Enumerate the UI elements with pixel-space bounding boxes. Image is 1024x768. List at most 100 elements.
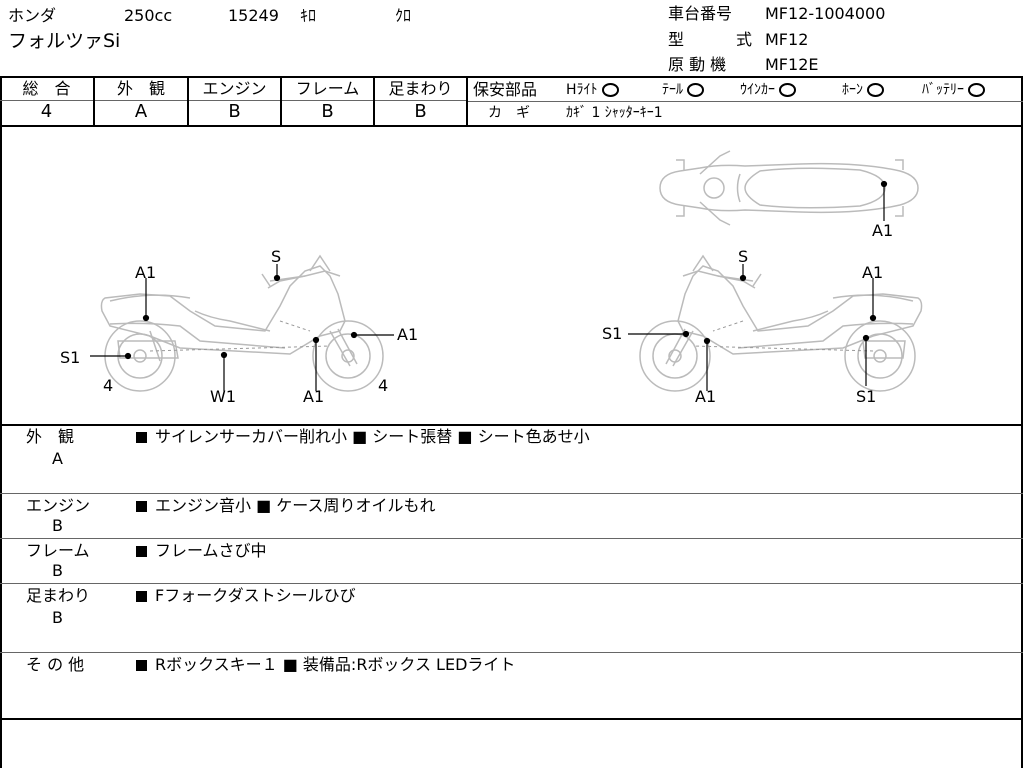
remark-label-suspension: 足まわり xyxy=(26,586,91,605)
grade-suspension-label: 足まわり xyxy=(388,79,453,98)
safety-item-battery: ﾊﾞｯﾃﾘｰ xyxy=(922,80,985,100)
diagram-label-right-s1: S1 xyxy=(602,324,623,343)
frame-right-border xyxy=(1021,76,1023,768)
bullet-icon xyxy=(136,660,147,671)
remark-text: エンジン音小 ■ ケース周りオイルもれ xyxy=(155,496,436,515)
grade-divider xyxy=(466,76,468,126)
divider xyxy=(0,493,1023,494)
mileage: 15249 xyxy=(228,6,279,25)
right-side-scooter xyxy=(639,254,923,392)
engine-label: 原 動 機 xyxy=(668,55,727,74)
safety-item-headlight: Hﾗｲﾄ xyxy=(566,80,619,100)
remark-grade-exterior: A xyxy=(52,449,63,468)
diagram-label-right-a1-top: A1 xyxy=(862,263,884,282)
safety-label: 保安部品 xyxy=(473,80,538,99)
type-label-2: 式 xyxy=(736,30,753,49)
ok-circle-icon xyxy=(601,83,619,97)
diagram-label-left-a1-right: A1 xyxy=(397,325,419,344)
divider xyxy=(467,101,1023,102)
divider xyxy=(0,538,1023,539)
remark-label-engine: エンジン xyxy=(26,496,91,515)
grade-total-label: 総 合 xyxy=(22,79,71,98)
mileage-unit: ｷﾛ xyxy=(300,6,317,25)
grade-frame-value: B xyxy=(321,101,334,122)
remark-grade-engine: B xyxy=(52,516,63,535)
left-side-scooter xyxy=(100,254,384,392)
remark-text-other: Rボックスキー１ ■ 装備品:Rボックス LEDライト xyxy=(136,655,515,675)
safety-item-label: ﾊﾞｯﾃﾘｰ xyxy=(922,82,964,98)
safety-item-horn: ﾎｰﾝ xyxy=(842,80,884,100)
safety-item-tail: ﾃｰﾙ xyxy=(662,80,704,100)
ok-circle-icon xyxy=(867,83,884,97)
bullet-icon xyxy=(136,501,147,512)
grade-divider xyxy=(373,76,375,126)
diagram-label-left-s1: S1 xyxy=(60,348,81,367)
remark-label-other: そ の 他 xyxy=(26,655,85,674)
type-label-1: 型 xyxy=(668,30,685,49)
grade-engine-value: B xyxy=(228,101,241,122)
ok-circle-icon xyxy=(968,83,985,97)
ok-circle-icon xyxy=(687,83,704,97)
divider xyxy=(0,583,1023,584)
remark-grade-suspension: B xyxy=(52,608,63,627)
ok-circle-icon xyxy=(779,83,796,97)
safety-item-winker: ｳｲﾝｶｰ xyxy=(740,80,796,100)
safety-item-label: ﾃｰﾙ xyxy=(662,82,683,98)
key-label: カ ギ xyxy=(488,105,530,121)
diagram-label-left-a1-bottom: A1 xyxy=(303,387,325,406)
diagram-label-left-a1-top: A1 xyxy=(135,263,157,282)
grade-exterior-label: 外 観 xyxy=(116,79,165,98)
remark-grade-frame: B xyxy=(52,561,63,580)
remark-label-exterior: 外 観 xyxy=(26,427,75,446)
diagram-label-left-s: S xyxy=(271,247,282,266)
diagram-label-right-s: S xyxy=(738,247,749,266)
diagram-label-right-s1-bottom: S1 xyxy=(856,387,877,406)
safety-item-label: ﾎｰﾝ xyxy=(842,82,863,98)
remark-text: フレームさび中 xyxy=(155,541,267,560)
divider xyxy=(0,125,1023,127)
key-value: ｶｷﾞ 1 ｼｬｯﾀｰｷｰ1 xyxy=(566,105,663,121)
remark-text-frame: フレームさび中 xyxy=(136,541,267,561)
remark-text-engine: エンジン音小 ■ ケース周りオイルもれ xyxy=(136,496,436,516)
grade-engine-label: エンジン xyxy=(202,79,267,98)
divider xyxy=(0,652,1023,653)
remark-text-exterior: サイレンサーカバー削れ小 ■ シート張替 ■ シート色あせ小 xyxy=(136,427,590,447)
displacement: 250cc xyxy=(124,6,173,25)
type-value: MF12 xyxy=(765,30,809,49)
remark-text: サイレンサーカバー削れ小 ■ シート張替 ■ シート色あせ小 xyxy=(155,427,590,446)
diagram-label-left-w1: W1 xyxy=(210,387,236,406)
divider xyxy=(0,424,1023,426)
grade-total-value: 4 xyxy=(40,101,53,122)
remark-label-frame: フレーム xyxy=(26,541,90,560)
diagram-label-left-num-right: 4 xyxy=(378,376,389,395)
diagram-label-left-num: 4 xyxy=(103,376,114,395)
grade-divider xyxy=(280,76,282,126)
grade-divider xyxy=(93,76,95,126)
frame-no: MF12-1004000 xyxy=(765,4,886,23)
divider xyxy=(0,76,1023,78)
grade-exterior-value: A xyxy=(134,101,148,122)
engine-value: MF12E xyxy=(765,55,819,74)
color: ｸﾛ xyxy=(395,6,412,25)
safety-item-label: Hﾗｲﾄ xyxy=(566,82,598,98)
remark-text: Rボックスキー１ ■ 装備品:Rボックス LEDライト xyxy=(155,655,516,674)
grade-frame-label: フレーム xyxy=(295,79,360,98)
maker: ホンダ xyxy=(8,6,57,25)
frame-left-border xyxy=(0,76,2,768)
model-name: フォルツァSi xyxy=(8,30,121,52)
bullet-icon xyxy=(136,546,147,557)
divider xyxy=(0,100,467,101)
bullet-icon xyxy=(136,591,147,602)
grade-divider xyxy=(187,76,189,126)
top-view-scooter xyxy=(659,150,919,226)
bullet-icon xyxy=(136,432,147,443)
grade-suspension-value: B xyxy=(414,101,427,122)
frame-no-label: 車台番号 xyxy=(668,4,733,23)
scooter-diagram xyxy=(90,150,923,392)
remark-text-suspension: Fフォークダストシールひび xyxy=(136,586,356,606)
diagram-label-top-a1: A1 xyxy=(872,221,894,240)
safety-item-label: ｳｲﾝｶｰ xyxy=(740,82,775,98)
remark-text: Fフォークダストシールひび xyxy=(155,586,356,605)
divider xyxy=(0,718,1023,720)
diagram-label-right-a1-bottom: A1 xyxy=(695,387,717,406)
